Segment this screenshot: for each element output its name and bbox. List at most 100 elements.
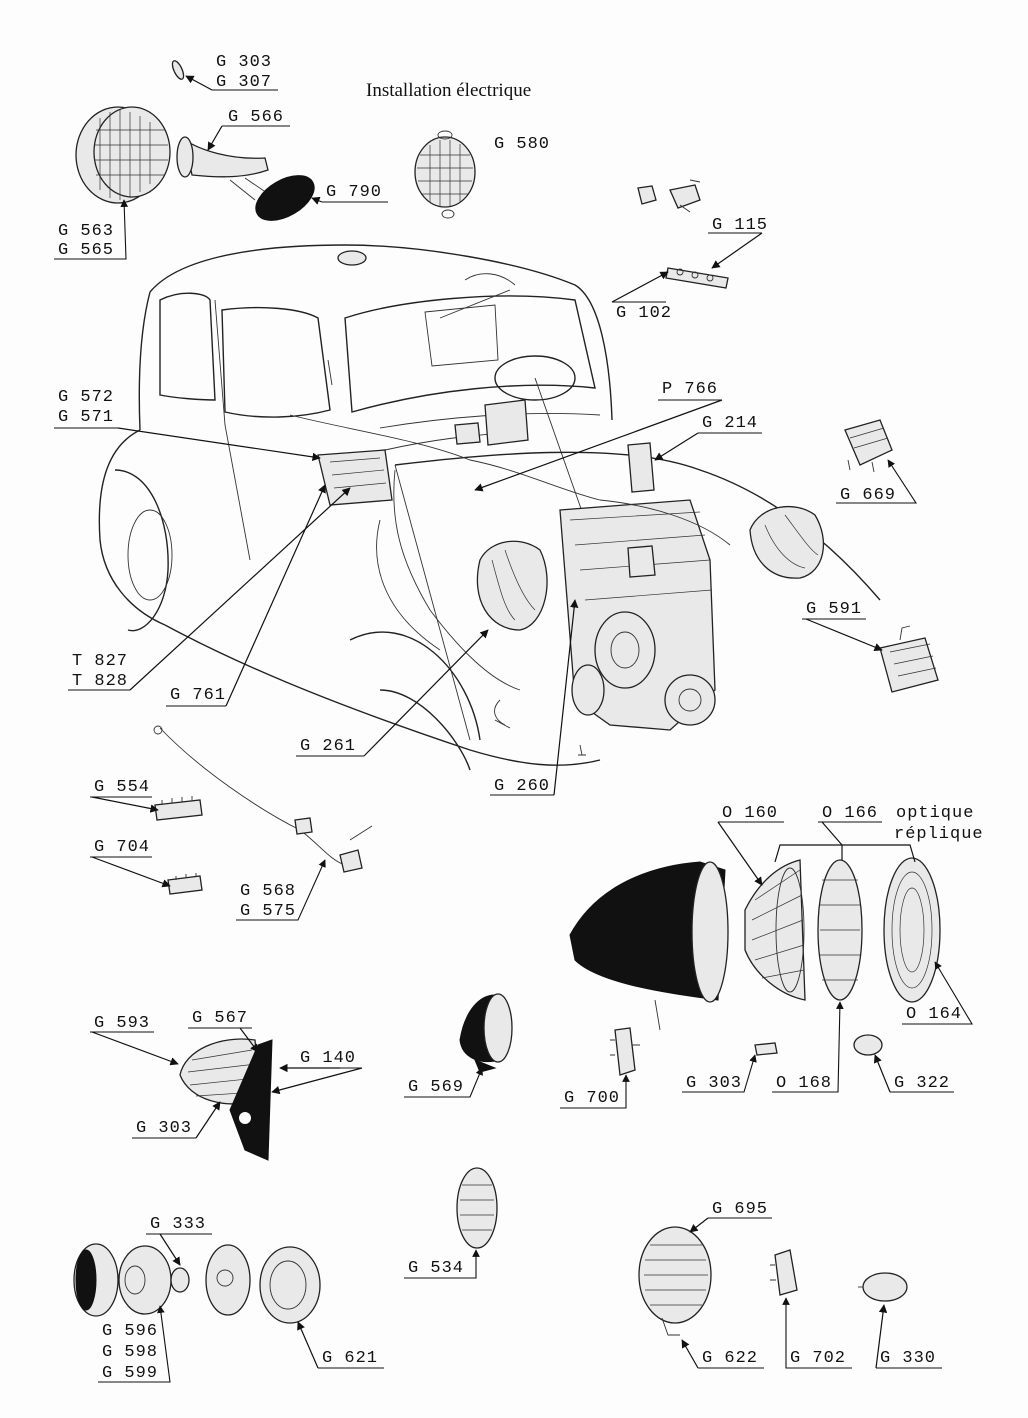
- starter-motor: [571, 664, 605, 716]
- label-g567: G 567: [192, 1009, 248, 1028]
- hood-side: [394, 464, 471, 741]
- label-g599: G 599: [102, 1364, 158, 1383]
- door-window: [221, 306, 331, 418]
- bulb-g303-g307: [171, 60, 185, 80]
- label-replique: réplique: [894, 825, 984, 844]
- label-g669: G 669: [840, 486, 896, 505]
- bulb-g330: [858, 1272, 908, 1302]
- label-g303-headlamp: G 303: [686, 1074, 742, 1093]
- car-headlamp-left: [476, 540, 548, 631]
- label-g621: G 621: [322, 1349, 378, 1368]
- label-t827: T 827: [72, 652, 128, 671]
- label-optique: optique: [896, 804, 974, 823]
- front-tyre: [379, 689, 471, 771]
- horn-g566: [176, 136, 271, 201]
- car-headlamp-right: [749, 505, 825, 579]
- label-o164: O 164: [906, 1005, 962, 1024]
- fuse-block-g554: [154, 796, 203, 821]
- rear-wheel-arch: [114, 469, 169, 632]
- label-g704: G 704: [94, 838, 150, 857]
- crank-pulley: [664, 674, 716, 726]
- headlamp-rim-o166: [817, 859, 863, 1001]
- number-plate-lamp-g534: [456, 1167, 498, 1249]
- front-wheel-arch: [349, 631, 481, 741]
- engine-detail: [569, 511, 713, 601]
- ignition-coil: [627, 442, 655, 493]
- label-p766: P 766: [662, 380, 718, 399]
- regulator-g669: [844, 419, 893, 473]
- wiring-harness: [289, 414, 731, 546]
- car-illustration: [98, 244, 881, 771]
- wiring-harness-lower: [393, 469, 521, 691]
- label-g330: G 330: [880, 1349, 936, 1368]
- label-g102: G 102: [616, 304, 672, 323]
- label-g790: G 790: [326, 183, 382, 202]
- rear-lamp-exploded: [73, 1243, 321, 1324]
- rear-wheel-hub: [127, 509, 173, 601]
- wiper-blade: [439, 289, 511, 319]
- label-o168: O 168: [776, 1074, 832, 1093]
- headlamp-reflector-o160: [744, 859, 806, 1001]
- small-switch-parts: [637, 179, 701, 213]
- label-g702: G 702: [790, 1349, 846, 1368]
- rear-window: [159, 292, 216, 401]
- lamp-holder-g700: [610, 1027, 640, 1076]
- page-title: Installation électrique: [366, 80, 531, 101]
- bracket: [494, 699, 511, 729]
- roof-lamp: [337, 250, 367, 266]
- label-g214: G 214: [702, 414, 758, 433]
- fog-lamp-g622: [638, 1226, 712, 1336]
- label-g322: G 322: [894, 1074, 950, 1093]
- label-g622: G 622: [702, 1349, 758, 1368]
- label-g115: G 115: [712, 216, 768, 235]
- label-g593: G 593: [94, 1014, 150, 1033]
- label-g566: G 566: [228, 108, 284, 127]
- fuse-block-g704: [167, 873, 203, 895]
- label-g260: G 260: [494, 777, 550, 796]
- door-handle: [327, 359, 333, 386]
- label-g695: G 695: [712, 1200, 768, 1219]
- flasher-unit-g591: [879, 625, 939, 693]
- label-g568: G 568: [240, 882, 296, 901]
- battery-box: [317, 449, 393, 506]
- car-rear-pillar: [138, 291, 151, 431]
- label-g565: G 565: [58, 241, 114, 260]
- tail-lamp-assembly-g563: [75, 106, 171, 204]
- spotlamp-g569: [459, 993, 513, 1073]
- label-g140: G 140: [300, 1049, 356, 1068]
- bolt: [578, 744, 586, 756]
- label-g261: G 261: [300, 737, 356, 756]
- dashboard: [379, 413, 601, 429]
- bulb-o168-g322: [754, 1034, 883, 1056]
- terminal-strip-g115: [665, 267, 729, 289]
- car-sill-line: [164, 624, 601, 766]
- label-g761: G 761: [170, 686, 226, 705]
- label-g575: G 575: [240, 902, 296, 921]
- label-g569: G 569: [408, 1078, 464, 1097]
- door-edge: [214, 299, 251, 561]
- car-roof-line: [149, 244, 613, 421]
- steering-wheel: [494, 355, 576, 401]
- label-g598: G 598: [102, 1343, 158, 1362]
- switch-unit: [454, 422, 481, 445]
- label-g580: G 580: [494, 135, 550, 154]
- windscreen: [344, 295, 596, 413]
- label-g534: G 534: [408, 1259, 464, 1278]
- grille-lamp-g580: [414, 130, 476, 219]
- label-g571: G 571: [58, 408, 114, 427]
- label-o160: O 160: [722, 804, 778, 823]
- headlamp-lens-o164: [883, 857, 941, 1003]
- horn-diaphragm-g790: [255, 175, 315, 221]
- label-g700: G 700: [564, 1089, 620, 1108]
- wiper-arm: [464, 273, 516, 286]
- label-g572: G 572: [58, 388, 114, 407]
- distributor: [627, 545, 656, 578]
- dynamo: [594, 611, 656, 689]
- lamp-holder-g702: [770, 1249, 798, 1296]
- label-g303-side: G 303: [136, 1119, 192, 1138]
- label-g303: G 303: [216, 53, 272, 72]
- cable-g568-g575: [153, 725, 373, 873]
- label-g333: G 333: [150, 1215, 206, 1234]
